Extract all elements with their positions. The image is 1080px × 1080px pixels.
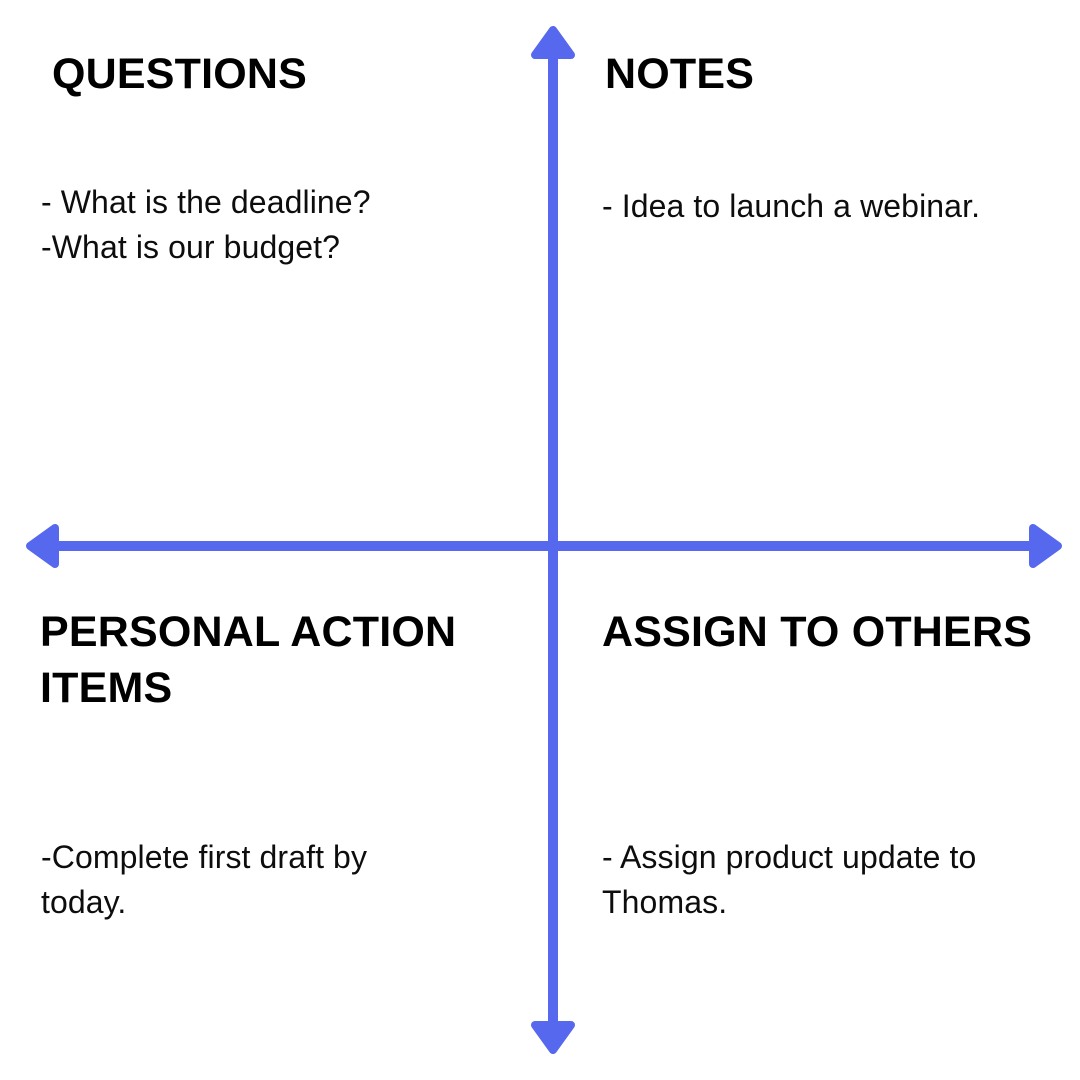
quadrant-questions-items: - What is the deadline? -What is our bud…: [41, 180, 471, 270]
quadrant-personal-action-items: PERSONAL ACTION ITEMS -Complete first dr…: [0, 546, 540, 1080]
quadrant-questions-heading: QUESTIONS: [52, 50, 308, 98]
quadrant-personal-action-items-heading: PERSONAL ACTION ITEMS: [40, 608, 457, 712]
quadrant-notes: NOTES - Idea to launch a webinar.: [553, 0, 1080, 546]
quadrant-assign-to-others-items: - Assign product update to Thomas.: [602, 835, 1012, 925]
quadrant-personal-action-items-list: -Complete first draft by today.: [41, 835, 411, 925]
quadrant-notes-heading: NOTES: [605, 50, 755, 98]
quadrant-assign-to-others: ASSIGN TO OTHERS - Assign product update…: [553, 546, 1080, 1080]
list-item: - What is the deadline?: [41, 184, 371, 220]
quadrant-assign-to-others-heading: ASSIGN TO OTHERS: [602, 608, 1033, 656]
list-item: -Complete first draft by today.: [41, 839, 368, 920]
quadrant-notes-items: - Idea to launch a webinar.: [602, 184, 1032, 229]
list-item: -What is our budget?: [41, 229, 341, 265]
quadrant-questions: QUESTIONS - What is the deadline? -What …: [0, 0, 540, 546]
list-item: - Idea to launch a webinar.: [602, 188, 981, 224]
list-item: - Assign product update to Thomas.: [602, 839, 977, 920]
